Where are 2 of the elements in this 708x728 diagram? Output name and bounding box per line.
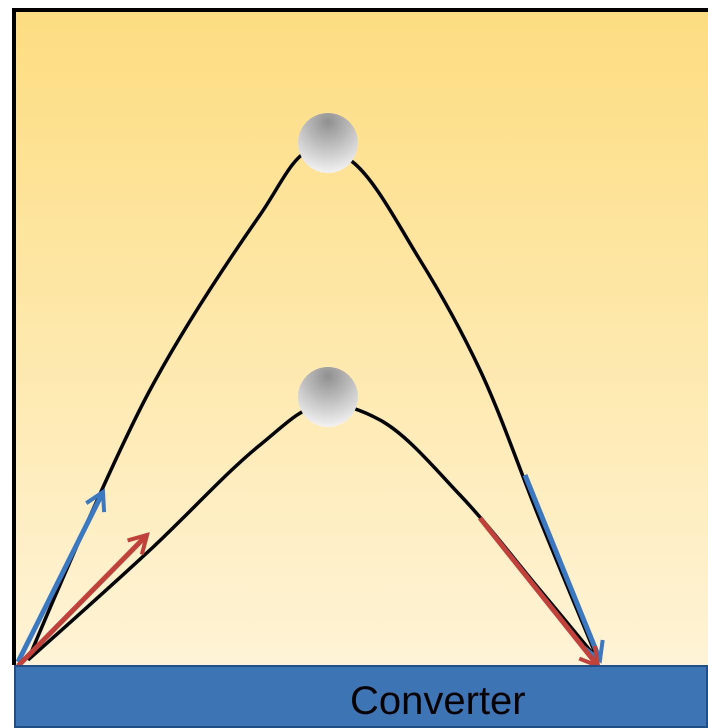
converter-bar [14,665,708,728]
bar-label: Converter [350,679,526,724]
